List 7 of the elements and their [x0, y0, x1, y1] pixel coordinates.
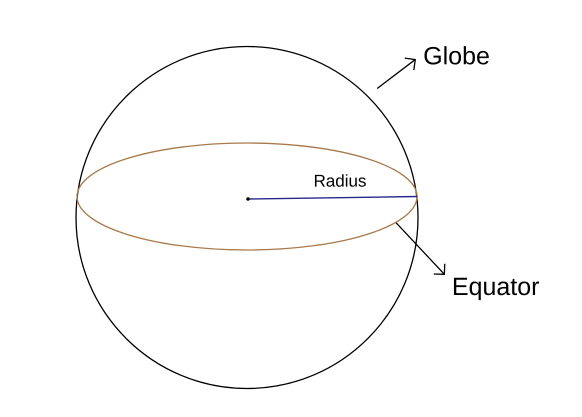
callout-label: Equator	[454, 278, 540, 300]
globe-circle	[75, 46, 419, 390]
equator-ellipse	[76, 142, 418, 251]
leader-arrow	[396, 222, 446, 275]
callout-label: Globe	[424, 46, 489, 65]
leader-arrow	[376, 57, 416, 90]
radius-label: Radius	[314, 174, 366, 187]
